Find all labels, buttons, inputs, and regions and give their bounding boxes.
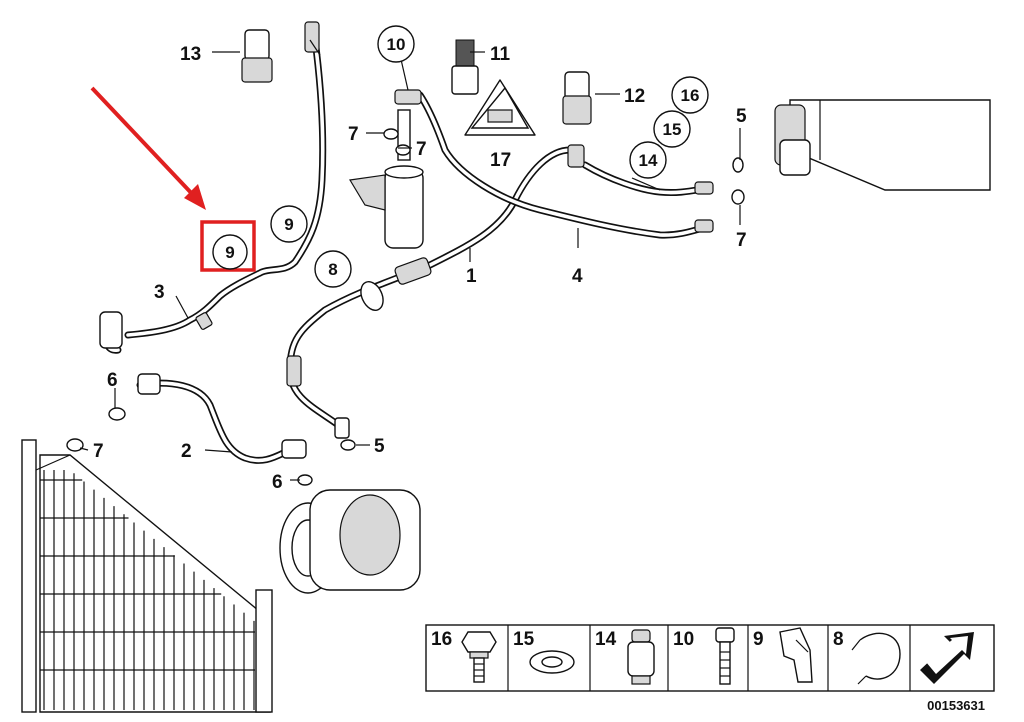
part-17-warning-sign bbox=[464, 79, 536, 136]
hose-4 bbox=[416, 91, 714, 239]
highlight-box bbox=[200, 220, 256, 272]
label-8: 8 bbox=[328, 260, 337, 279]
condenser bbox=[21, 439, 273, 713]
part-12-switch bbox=[562, 71, 592, 125]
label-7-b: 7 bbox=[416, 139, 427, 160]
fittings bbox=[99, 21, 714, 459]
hose-1 bbox=[286, 146, 574, 434]
label-4: 4 bbox=[572, 266, 583, 287]
evaporator bbox=[774, 99, 991, 191]
legend-screw-icon bbox=[715, 627, 735, 685]
callout-circle-9-highlighted bbox=[212, 234, 248, 270]
callout-circle-9-upper bbox=[270, 205, 308, 243]
callout-circle-15 bbox=[653, 110, 691, 148]
legend-num-9: 9 bbox=[753, 629, 764, 650]
legend-num-16: 16 bbox=[431, 629, 452, 650]
label-2: 2 bbox=[181, 441, 192, 462]
label-7-right: 7 bbox=[736, 230, 747, 251]
label-6-left: 6 bbox=[107, 370, 118, 391]
callout-circle-14 bbox=[629, 141, 667, 179]
label-1: 1 bbox=[466, 266, 477, 287]
label-5-bottom: 5 bbox=[374, 436, 385, 457]
legend-bolt-icon bbox=[461, 631, 497, 683]
label-13: 13 bbox=[180, 44, 201, 65]
red-arrow bbox=[90, 86, 206, 210]
label-10: 10 bbox=[387, 35, 406, 54]
label-9-upper: 9 bbox=[284, 215, 293, 234]
label-11: 11 bbox=[490, 44, 511, 65]
compressor bbox=[279, 489, 421, 594]
label-12: 12 bbox=[624, 86, 645, 107]
legend-washer-icon bbox=[529, 650, 575, 674]
callout-circle-16 bbox=[671, 76, 709, 114]
legend-num-8: 8 bbox=[833, 629, 844, 650]
callout-circle-8 bbox=[314, 250, 352, 288]
label-17: 17 bbox=[490, 150, 511, 171]
label-7-left: 7 bbox=[93, 441, 104, 462]
legend-num-10: 10 bbox=[673, 629, 694, 650]
hose-2 bbox=[136, 379, 294, 464]
legend-arrow-icon bbox=[920, 632, 974, 684]
label-14: 14 bbox=[639, 151, 658, 170]
callout-labels: 13 11 10 12 16 15 5 7 7 17 14 9 9 8 1 4 … bbox=[93, 25, 747, 493]
legend-num-15: 15 bbox=[513, 629, 535, 650]
legend-valve-core-icon bbox=[627, 629, 655, 685]
seal-rings bbox=[66, 128, 745, 486]
legend-strip: 16 15 14 10 9 8 bbox=[425, 624, 995, 692]
label-9-highlighted: 9 bbox=[225, 243, 234, 262]
label-3: 3 bbox=[154, 282, 165, 303]
label-6-bottom: 6 bbox=[272, 472, 283, 493]
legend-clip-icon bbox=[779, 627, 813, 683]
part-13-switch bbox=[241, 29, 273, 83]
label-5-top: 5 bbox=[736, 106, 747, 127]
legend-num-14: 14 bbox=[595, 629, 617, 650]
catalog-number: 00153631 bbox=[927, 698, 985, 713]
part-11-sensor bbox=[451, 39, 479, 95]
callout-circle-10 bbox=[377, 25, 415, 63]
label-16: 16 bbox=[681, 86, 700, 105]
label-15: 15 bbox=[663, 120, 682, 139]
hose-9-upper bbox=[124, 21, 327, 339]
leader-lines bbox=[79, 39, 741, 481]
legend-bracket-icon bbox=[851, 632, 901, 685]
label-7-a: 7 bbox=[348, 124, 359, 145]
